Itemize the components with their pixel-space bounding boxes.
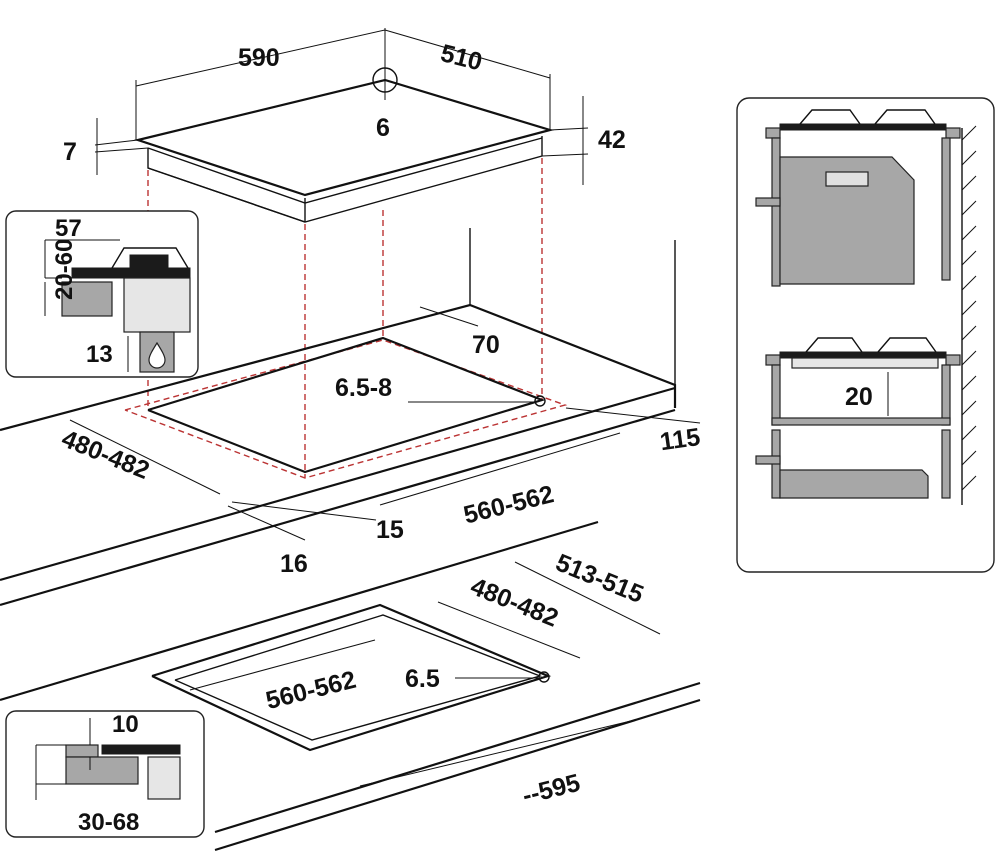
guide-outline: [124, 339, 568, 479]
dim-line-480-top: [69, 419, 221, 495]
hob-body-front-edge: [147, 167, 306, 223]
label-510: 510: [438, 39, 485, 76]
inset-lower-side-left: [771, 364, 781, 426]
inset-lower-clip-right: [945, 354, 961, 366]
countertop-flush: [0, 520, 701, 852]
dim-line-595: [359, 719, 636, 787]
inset-cabinet-section: [736, 97, 995, 573]
countertop-top-dims: [69, 306, 701, 541]
label-560-562-top: 560-562: [461, 480, 557, 529]
inset-label-57: 57: [55, 215, 82, 242]
label-480-482-top: 480-482: [58, 425, 154, 485]
dim-line-70: [419, 306, 479, 327]
inset-flush-plate: [101, 744, 181, 755]
inset-flush-cabinet: [147, 756, 181, 800]
inset-burner: [129, 254, 169, 269]
label-513-515: 513-515: [552, 549, 648, 609]
label-7: 7: [63, 138, 77, 166]
dim-line-480-flush: [437, 601, 581, 659]
flush-front-edge: [214, 681, 701, 834]
inset-upper-hob: [779, 123, 947, 131]
inset-lower-hob: [779, 351, 947, 359]
inset-burner-outline: [111, 247, 189, 269]
worktop-top-edge: [0, 303, 677, 432]
hob-unit: [133, 28, 555, 223]
inset-upper-side-right: [941, 137, 951, 281]
inset-lower-clip-left: [765, 354, 781, 366]
label-115: 115: [658, 423, 702, 456]
label-70: 70: [472, 331, 500, 359]
flush-bottom-edge: [214, 698, 701, 852]
hob-dimension-lines: [94, 29, 589, 185]
label-42: 42: [598, 126, 626, 154]
flush-top-edge: [0, 520, 599, 702]
inset-label-20: 20: [845, 383, 873, 411]
inset-oven-panel: [825, 171, 869, 187]
inset-flush-section: [5, 710, 205, 838]
ext-7-top: [94, 139, 139, 146]
inset-oven: [779, 156, 915, 285]
label-590: 590: [238, 44, 280, 72]
label-560-562-flush: 560-562: [263, 666, 359, 715]
inset-label-13: 13: [86, 341, 113, 368]
cutout-top: [147, 336, 546, 474]
label-6: 6: [376, 114, 390, 142]
dim-line-560-flush: [189, 639, 376, 691]
worktop-bottom-edge: [0, 408, 676, 607]
ext-42-bottom: [541, 153, 589, 157]
inset-lower-box: [791, 357, 939, 369]
flush-inner-cutout: [174, 614, 543, 741]
inset-flush-step: [65, 744, 99, 758]
label-16: 16: [280, 550, 308, 578]
water-drop-icon: [148, 341, 166, 369]
hob-glass-edge: [147, 137, 543, 204]
dim-line-15: [231, 501, 377, 521]
inset-oven-handle: [755, 197, 781, 207]
label-15: 15: [376, 516, 404, 544]
dim-line-513: [514, 561, 661, 635]
flush-corner-marker: [538, 671, 550, 683]
hob-top-face: [133, 78, 555, 197]
inset-upper-clip-right: [945, 127, 961, 139]
inset-label-20-60: 20-60: [51, 239, 78, 300]
ext-7-bottom: [94, 147, 149, 153]
inset-hob-plate: [71, 267, 191, 279]
label-6-5-8: 6.5-8: [335, 374, 392, 402]
inset-upper-side-left: [771, 137, 781, 287]
inset-upper-burner-right: [874, 109, 936, 125]
ext-42-top: [549, 127, 589, 131]
inset-lower-burner-left: [805, 337, 863, 353]
worktop-front-edge: [0, 386, 676, 582]
inset-lower-burner-right: [877, 337, 937, 353]
inset-flush-worktop: [65, 756, 139, 785]
countertop-top: [0, 228, 677, 607]
cutout-corner-marker: [534, 395, 546, 407]
label-595: --595: [519, 769, 582, 810]
inset-label-10: 10: [112, 711, 139, 738]
inset-lower-shelf: [771, 417, 951, 426]
dim-line-16: [227, 505, 306, 541]
inset-worktop-section: [5, 210, 199, 378]
inset-label-30-68: 30-68: [78, 809, 139, 836]
dim-line-590: [135, 29, 386, 87]
dim-line-115: [565, 407, 701, 424]
inset-drawer-handle: [755, 455, 781, 465]
inset-drawer: [779, 469, 929, 499]
dim-line-560-top: [379, 432, 621, 506]
inset-upper-clip-left: [765, 127, 781, 139]
inset-wall-hatch: [961, 125, 977, 491]
inset-upper-burner-left: [799, 109, 861, 125]
label-6-5: 6.5: [405, 665, 440, 693]
inset-lower-side-right: [941, 364, 951, 426]
inset-worktop: [61, 281, 113, 317]
inset-drawer-side-right: [941, 429, 951, 499]
dim-line-510: [384, 29, 551, 79]
inset-cabinet: [123, 277, 191, 333]
label-480-482-flush: 480-482: [467, 572, 563, 632]
flush-dims: [189, 561, 661, 787]
flush-outer-cutout: [151, 603, 552, 752]
